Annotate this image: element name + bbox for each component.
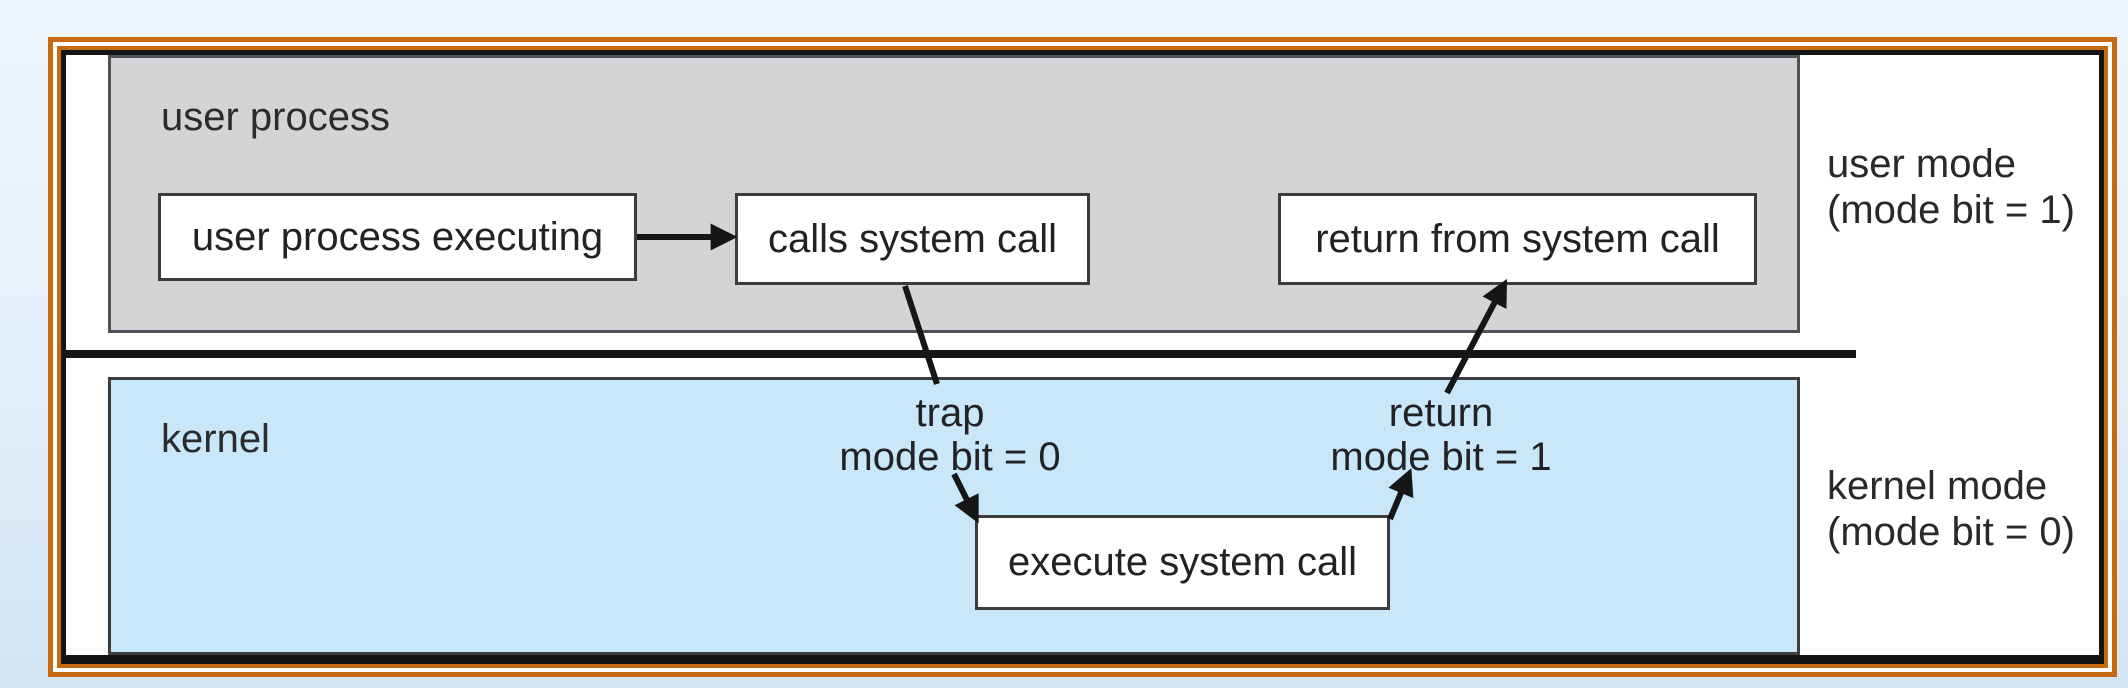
node-user-process-executing: user process executing bbox=[158, 193, 637, 281]
figure-canvas: user process kernel user process executi… bbox=[61, 50, 2104, 664]
trap-label-line2: mode bit = 0 bbox=[839, 435, 1061, 479]
kernel-mode-label-line1: kernel mode bbox=[1827, 464, 2048, 508]
figure-outer-frame: user process kernel user process executi… bbox=[48, 37, 2117, 677]
trap-label-line1: trap bbox=[915, 391, 985, 435]
kernel-mode-label-line2: (mode bit = 0) bbox=[1827, 510, 2075, 554]
kernel-mode-label: kernel mode (mode bit = 0) bbox=[1827, 463, 2099, 555]
trap-transition-label: trap mode bit = 0 bbox=[800, 391, 1100, 479]
user-process-region-label: user process bbox=[161, 95, 390, 139]
return-label-line2: mode bit = 1 bbox=[1330, 435, 1552, 479]
user-mode-label: user mode (mode bit = 1) bbox=[1827, 141, 2099, 233]
kernel-region: kernel bbox=[108, 377, 1800, 655]
node-execute-system-call: execute system call bbox=[975, 515, 1390, 610]
node-return-from-system-call: return from system call bbox=[1278, 193, 1757, 285]
figure-inner-frame: user process kernel user process executi… bbox=[57, 46, 2108, 668]
node-calls-system-call: calls system call bbox=[735, 193, 1090, 285]
user-mode-label-line2: (mode bit = 1) bbox=[1827, 188, 2075, 232]
user-mode-label-line1: user mode bbox=[1827, 142, 2016, 186]
kernel-region-label: kernel bbox=[161, 417, 270, 461]
return-label-line1: return bbox=[1388, 391, 1494, 435]
return-transition-label: return mode bit = 1 bbox=[1291, 391, 1591, 479]
mode-divider-line bbox=[61, 350, 1856, 358]
